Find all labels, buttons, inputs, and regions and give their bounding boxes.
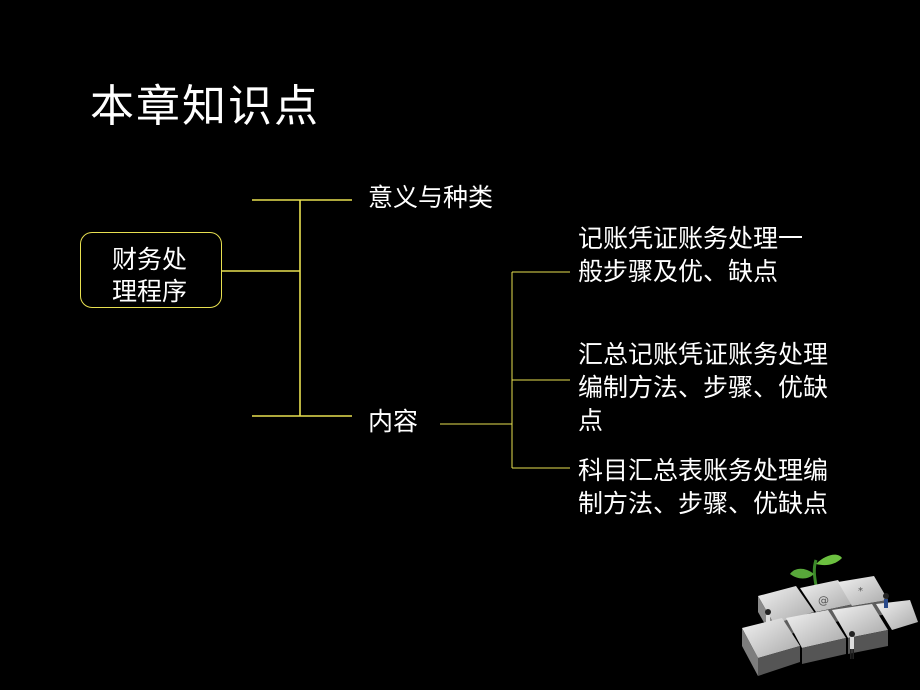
keyboard-keys-sprout-illustration: @ * xyxy=(742,554,918,676)
root-node-label: 财务处理程序 xyxy=(112,245,188,306)
svg-text:*: * xyxy=(858,586,863,597)
branch-content-label: 内容 xyxy=(368,407,419,436)
leaf-1-label: 记账凭证账务处理一般步骤及优、缺点 xyxy=(578,224,804,286)
leaf-2-label: 汇总记账凭证账务处理编制方法、步骤、优缺点 xyxy=(578,340,829,435)
svg-text:@: @ xyxy=(818,594,829,607)
slide-title: 本章知识点 xyxy=(90,81,320,132)
root-node-box xyxy=(80,232,222,308)
branch-meaning-label: 意义与种类 xyxy=(368,183,494,212)
leaf-3-label: 科目汇总表账务处理编制方法、步骤、优缺点 xyxy=(578,456,829,518)
